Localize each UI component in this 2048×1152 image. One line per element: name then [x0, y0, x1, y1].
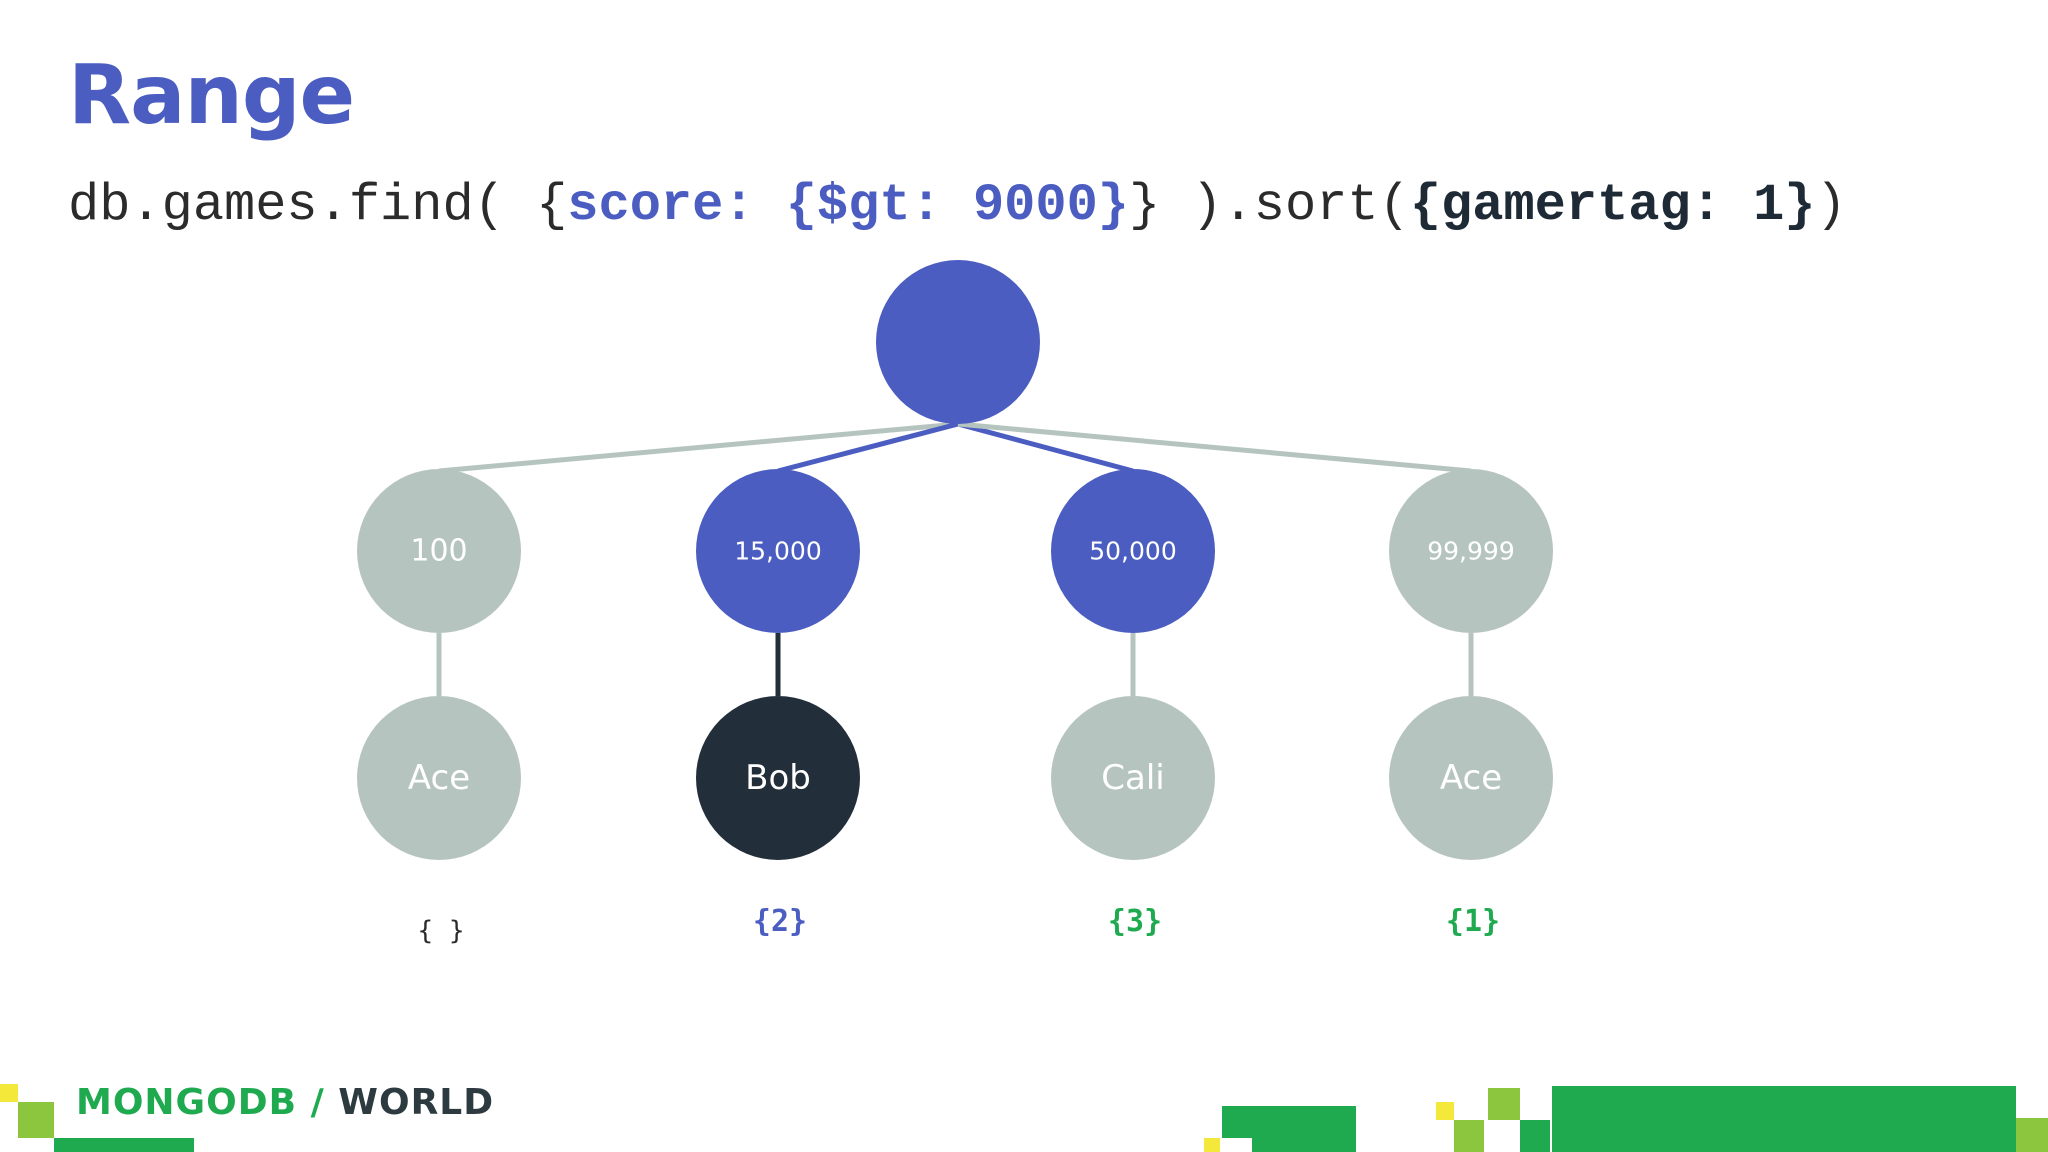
result-label-0: { } [417, 916, 465, 946]
score-node-3 [1389, 469, 1553, 633]
score-node-1 [696, 469, 860, 633]
edge-root-score-0 [438, 421, 959, 474]
result-label-3: {1} [1445, 904, 1501, 939]
root-node [876, 260, 1040, 424]
mongodb-world-logo: MONGODB / WORLD [76, 1082, 494, 1123]
query-code: db.games.find( {score: {$gt: 9000}} ).so… [68, 176, 1847, 235]
footer-pixel-block [1488, 1088, 1520, 1120]
footer-pixel-block [1454, 1120, 1484, 1152]
logo-world-text: WORLD [338, 1082, 495, 1123]
gamertag-node-3 [1389, 696, 1553, 860]
edge-root-score-1 [777, 421, 959, 474]
gamertag-node-label-1: Bob [745, 758, 811, 798]
footer-pixel-block [54, 1138, 194, 1152]
query-prefix: db.games.find( { [68, 176, 568, 235]
edge-root-score-3 [957, 421, 1472, 474]
gamertag-node-label-3: Ace [1440, 758, 1502, 798]
edge-root-score-2 [957, 421, 1134, 474]
logo-separator: / [297, 1082, 339, 1123]
query-suffix: ) [1815, 176, 1847, 235]
footer-pixel-block [1552, 1086, 2016, 1152]
footer-pixel-block [1436, 1102, 1454, 1120]
score-node-label-2: 50,000 [1089, 537, 1176, 566]
score-node-label-3: 99,999 [1427, 537, 1514, 566]
score-node-label-0: 100 [410, 534, 467, 569]
gamertag-node-0 [357, 696, 521, 860]
gamertag-node-1 [696, 696, 860, 860]
logo-mongodb-text: MONGODB [76, 1082, 298, 1123]
footer-pixel-block [1222, 1138, 1252, 1152]
result-label-2: {3} [1107, 904, 1163, 939]
footer-pixel-block [2016, 1118, 2048, 1152]
query-sort: {gamertag: 1} [1409, 176, 1816, 235]
gamertag-node-label-2: Cali [1101, 758, 1164, 798]
gamertag-node-2 [1051, 696, 1215, 860]
tree-edges [436, 421, 1474, 696]
query-middle: } ).sort( [1128, 176, 1410, 235]
result-label-1: {2} [752, 904, 808, 939]
footer-pixel-block [1204, 1138, 1220, 1152]
score-node-0 [357, 469, 521, 633]
footer-pixel-block [1520, 1120, 1550, 1152]
score-node-2 [1051, 469, 1215, 633]
footer-pixel-block [0, 1084, 18, 1102]
footer-pixel-block [18, 1102, 54, 1138]
gamertag-node-label-0: Ace [408, 758, 470, 798]
query-filter: score: {$gt: 9000} [567, 176, 1129, 235]
footer-pixel-block [2016, 1086, 2048, 1118]
score-node-label-1: 15,000 [734, 537, 821, 566]
slide-title: Range [68, 48, 355, 143]
